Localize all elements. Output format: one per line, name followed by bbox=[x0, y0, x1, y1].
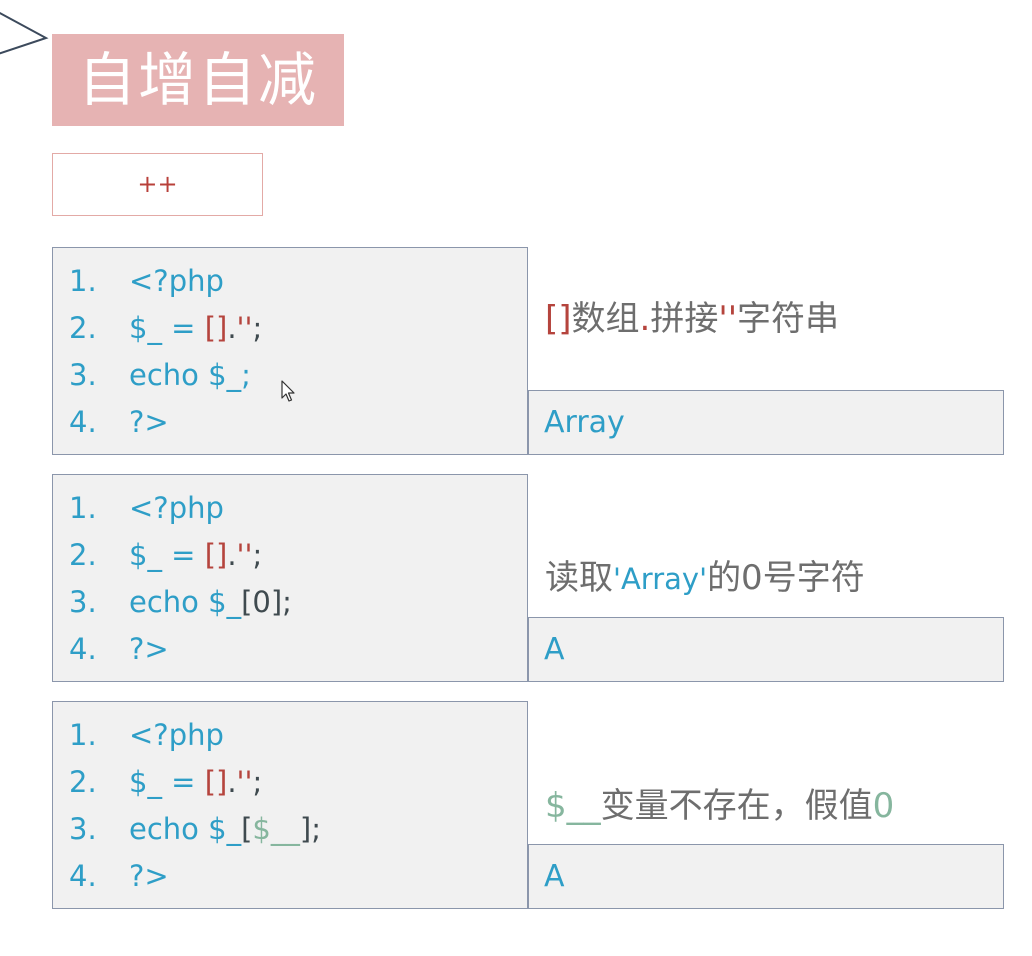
output-box-1: Array bbox=[528, 390, 1004, 455]
explanation-note-3: $__变量不存在，假值0 bbox=[545, 786, 895, 826]
output-box-2: A bbox=[528, 617, 1004, 682]
code-line: 4.?> bbox=[69, 405, 169, 439]
code-line: 3.echo $_[0]; bbox=[69, 585, 292, 619]
code-line: 2.$_ = [].''; bbox=[69, 538, 263, 572]
slide-title: 自增自减 bbox=[52, 34, 344, 126]
code-line: 2.$_ = [].''; bbox=[69, 765, 263, 799]
code-line: 2.$_ = [].''; bbox=[69, 311, 263, 345]
explanation-note-1: []数组.拼接''字符串 bbox=[545, 299, 840, 339]
code-line: 1.<?php bbox=[69, 491, 224, 525]
output-box-3: A bbox=[528, 844, 1004, 909]
explanation-note-2: 读取'Array'的0号字符 bbox=[545, 558, 865, 598]
code-line: 3.echo $_; bbox=[69, 358, 251, 392]
chevron-right-icon bbox=[0, 11, 49, 55]
code-line: 1.<?php bbox=[69, 718, 224, 752]
code-line: 3.echo $_[$__]; bbox=[69, 812, 321, 846]
mouse-cursor-icon bbox=[281, 380, 295, 402]
code-block-3: 1.<?php 2.$_ = [].''; 3.echo $_[$__]; 4.… bbox=[52, 701, 528, 909]
code-block-2: 1.<?php 2.$_ = [].''; 3.echo $_[0]; 4.?> bbox=[52, 474, 528, 682]
code-block-1: 1.<?php 2.$_ = [].''; 3.echo $_; 4.?> bbox=[52, 247, 528, 455]
code-line: 4.?> bbox=[69, 632, 169, 666]
code-line: 4.?> bbox=[69, 859, 169, 893]
code-line: 1.<?php bbox=[69, 264, 224, 298]
operator-label: ++ bbox=[52, 153, 263, 216]
